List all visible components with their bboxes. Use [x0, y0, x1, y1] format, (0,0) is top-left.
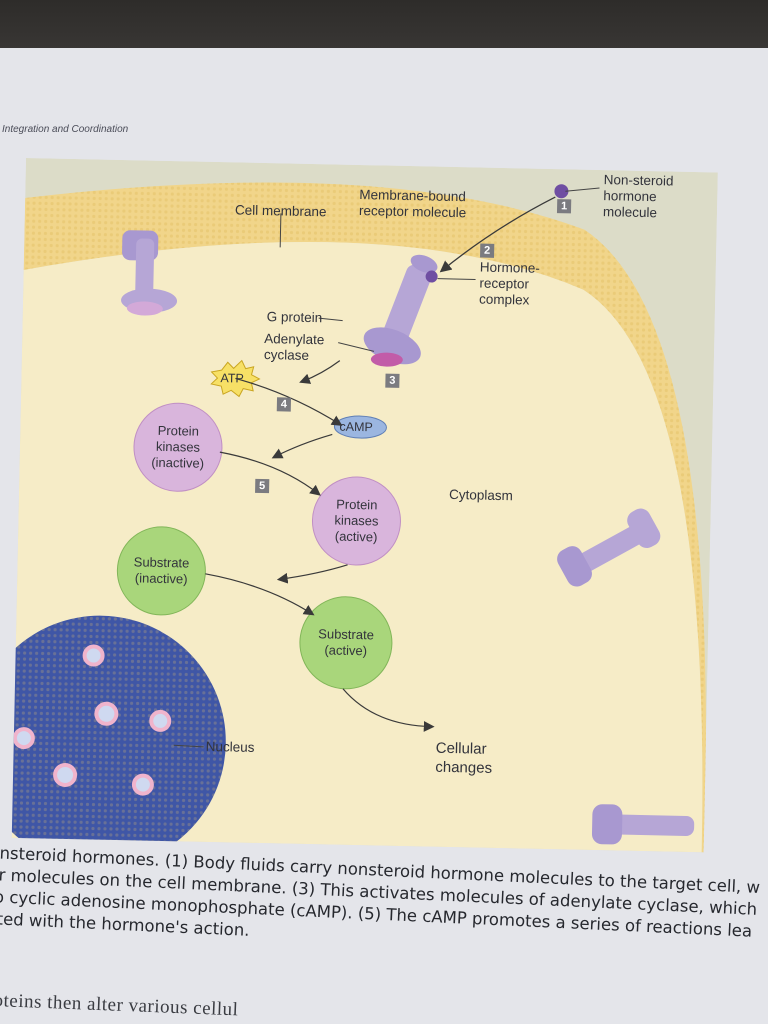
camp-label: cAMP [339, 419, 373, 435]
atp-star [210, 359, 261, 398]
figure-illustration [11, 158, 718, 853]
adenylate-cyclase-shape [370, 352, 403, 367]
substrate-inactive-circle [116, 526, 206, 616]
step-5-badge: 5 [255, 478, 270, 494]
cytoplasm-label: Cytoplasm [448, 486, 513, 504]
protein-kinases-inactive-circle [133, 402, 223, 492]
atp-label: ATP [220, 371, 244, 386]
substrate-active-label: Substrate (active) [318, 626, 375, 659]
substrate-active-circle [299, 596, 393, 690]
protein-kinases-inactive-label: Protein kinases (inactive) [151, 422, 205, 471]
step-2-badge: 2 [480, 243, 495, 258]
step-4-badge: 4 [276, 397, 292, 412]
bound-hormone [425, 270, 438, 283]
g-protein-label: G protein [266, 309, 323, 326]
cellular-changes-label: Cellular changes [435, 739, 493, 777]
step-1-badge: 1 [556, 199, 572, 214]
running-title: Integration and Coordination [2, 124, 129, 135]
membrane-protein-bottom-right [591, 804, 695, 845]
adenylate-cyclase-label: Adenylate cyclase [263, 331, 325, 363]
membrane-protein-right [557, 508, 661, 587]
step-3-badge: 3 [385, 373, 400, 388]
substrate-inactive-label: Substrate (inactive) [133, 554, 190, 587]
membrane-receptor-label: Membrane-bound receptor molecule [358, 186, 467, 221]
nucleus-label: Nucleus [205, 738, 255, 755]
membrane-protein-left [121, 230, 178, 316]
nucleus-shape [11, 615, 226, 853]
nonsteroid-hormone-label: Non-steroid hormone molecule [602, 172, 674, 221]
protein-kinases-active-circle [311, 476, 401, 566]
camp-oval [333, 415, 387, 439]
cell-membrane-label: Cell membrane [234, 202, 327, 220]
hormone-action-figure: Cell membrane Membrane-bound receptor mo… [11, 158, 718, 853]
hormone-receptor-complex-label: Hormone- receptor complex [478, 259, 540, 308]
hormone-molecule [554, 184, 569, 199]
protein-kinases-active-label: Protein kinases (active) [334, 496, 379, 545]
